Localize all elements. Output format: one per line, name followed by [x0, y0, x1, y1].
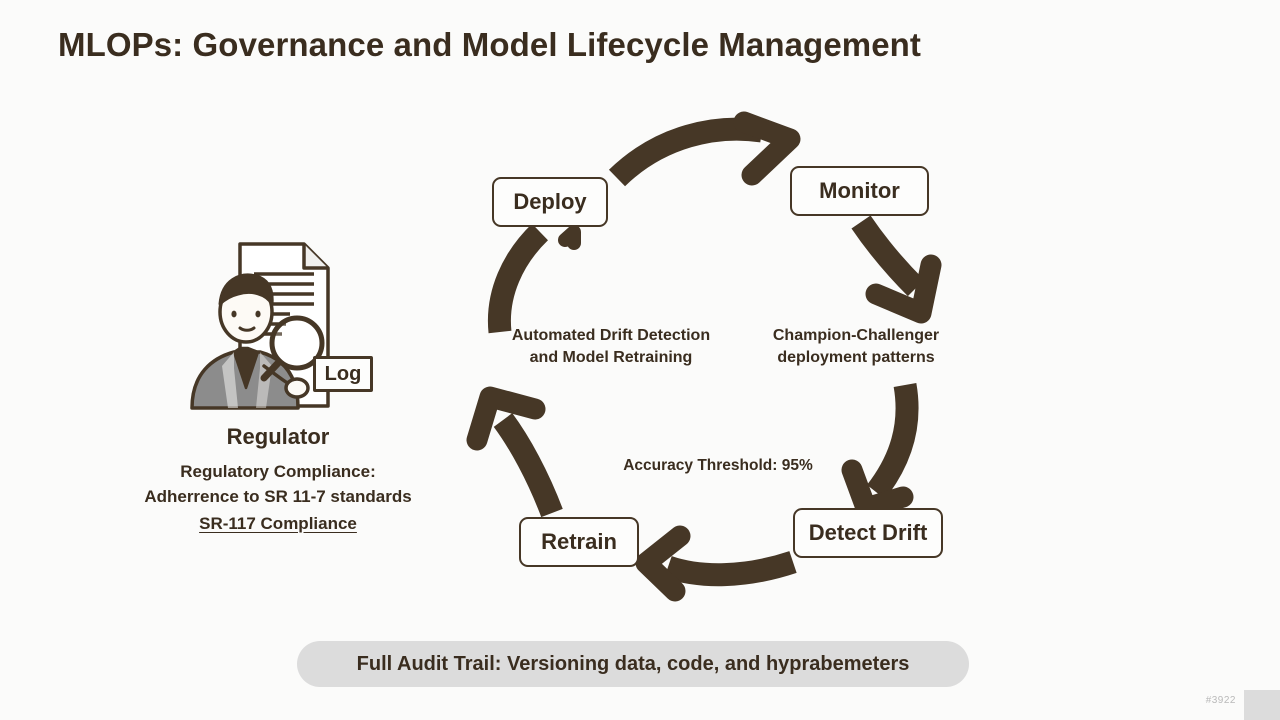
- note-champion-line-2: deployment patterns: [777, 348, 935, 366]
- lifecycle-node-deploy[interactable]: Deploy: [492, 177, 608, 227]
- audit-trail-text: Full Audit Trail: Versioning data, code,…: [356, 652, 910, 675]
- lifecycle-node-detect-drift[interactable]: Detect Drift: [793, 508, 943, 558]
- note-drift-line-2: and Model Retraining: [529, 348, 693, 366]
- log-label-box: Log: [313, 356, 373, 392]
- regulator-illustration: [190, 242, 330, 410]
- watermark-block: [1244, 690, 1280, 720]
- regulator-name: Regulator: [226, 424, 330, 449]
- lifecycle-node-retrain[interactable]: Retrain: [519, 517, 639, 567]
- regulator-description-line-2: Adherrence to SR 11-7 standards: [144, 487, 412, 506]
- arrow-deploy-to-monitor: [608, 111, 801, 187]
- note-champion-challenger: Champion-Challenger deployment patterns: [738, 325, 974, 368]
- regulator-compliance-link[interactable]: SR-117 Compliance: [199, 514, 357, 533]
- note-champion-line-1: Champion-Challenger: [772, 327, 940, 344]
- watermark-code: #3922: [1205, 695, 1236, 706]
- log-label-text: Log: [324, 362, 362, 385]
- arrow-detect-drift-to-retrain: [635, 525, 797, 602]
- page-title: MLOPs: Governance and Model Lifecycle Ma…: [58, 26, 922, 63]
- note-drift-line-1: Automated Drift Detection: [511, 327, 711, 344]
- regulator-description-line-1: Regulatory Compliance:: [180, 462, 376, 481]
- lifecycle-node-monitor[interactable]: Monitor: [790, 166, 929, 216]
- note-accuracy-threshold: Accuracy Threshold: 95%: [623, 457, 813, 474]
- note-automated-drift-detection: Automated Drift Detection and Model Retr…: [478, 325, 744, 368]
- audit-trail-banner: Full Audit Trail: Versioning data, code,…: [297, 641, 969, 687]
- magnifier-icon: [260, 315, 325, 382]
